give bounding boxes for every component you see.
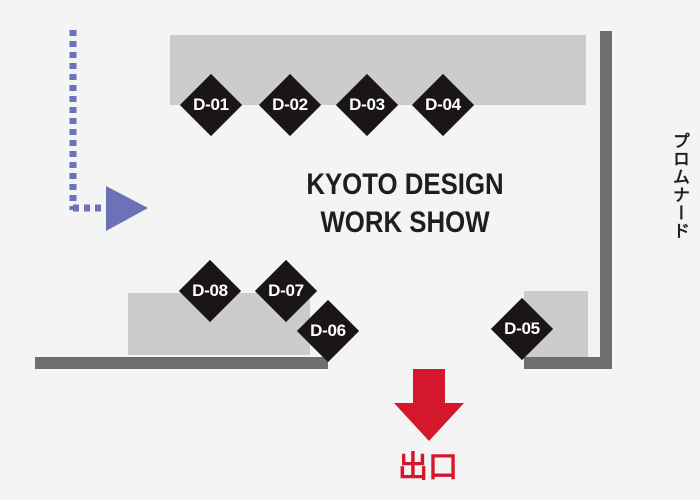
booth-label: D-01 <box>193 95 229 114</box>
arrow-down-icon <box>394 369 464 441</box>
booth-label: D-06 <box>310 321 346 340</box>
wall-bottom-left <box>35 357 328 369</box>
dotted-arrow-right-icon <box>69 30 148 231</box>
booth-label: D-07 <box>268 281 304 300</box>
booth-d-05[interactable]: D-05 <box>490 297 554 361</box>
booth-label: D-05 <box>504 319 540 338</box>
booth-label: D-03 <box>349 95 385 114</box>
exit-label: 出口 <box>398 450 458 485</box>
booth-d-02[interactable]: D-02 <box>258 73 322 137</box>
booth-label: D-04 <box>425 95 461 114</box>
booth-d-01[interactable]: D-01 <box>179 73 243 137</box>
booth-label: D-02 <box>272 95 308 114</box>
booth-d-07[interactable]: D-07 <box>254 259 318 323</box>
booth-d-06[interactable]: D-06 <box>296 299 360 363</box>
booth-d-08[interactable]: D-08 <box>178 259 242 323</box>
wall-right-vertical <box>600 31 612 369</box>
booth-d-04[interactable]: D-04 <box>411 73 475 137</box>
promenade-label: プロムナード <box>669 132 689 240</box>
wall-bottom-right <box>524 357 612 369</box>
booth-label: D-08 <box>192 281 228 300</box>
booth-d-03[interactable]: D-03 <box>335 73 399 137</box>
show-title-line-1: KYOTO DESIGN <box>306 168 504 201</box>
show-title-line-2: WORK SHOW <box>320 206 490 239</box>
